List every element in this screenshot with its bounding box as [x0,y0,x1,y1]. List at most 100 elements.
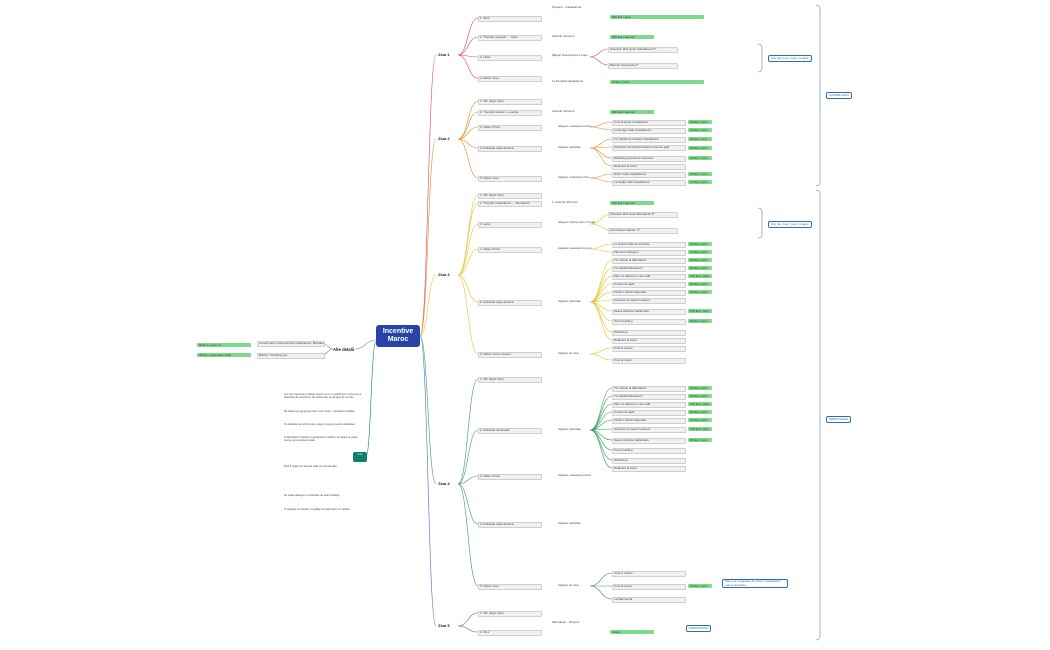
root-to-details-link [354,339,377,350]
day-item[interactable]: 3. Hotel [478,55,542,61]
option-item[interactable]: Tur ghidat Marrakech [612,394,686,400]
price-badge: 85 Eur / pers [688,410,712,414]
hotel-option[interactable]: Barcelo Casa Anfa 4* [608,63,678,69]
option-item[interactable]: Tur ghidat Marrakech [612,266,686,272]
day-item[interactable]: 4. Activitate dupa-amiaza [478,522,542,528]
option-item[interactable]: Team building [612,319,686,325]
option-item[interactable]: Workshop pictura si ceramica [612,156,686,162]
option-item[interactable]: Tur culinar al Marrakech [612,258,686,264]
day-item[interactable]: 4. Masa: Cina [478,76,542,82]
price-badge: 90 Eur / grup / zi [197,343,251,347]
option-item[interactable]: Vizita in Jardin Majorelle [612,290,686,296]
day-node-3[interactable]: Ziua 3 [438,272,450,277]
info-node[interactable]: Info [353,452,367,462]
day-item-link [457,378,479,485]
day-item[interactable]: 5. Masa: Cina [478,584,542,590]
marrakech-bracket [815,189,821,641]
day-detail: Alegere activitate [558,428,582,431]
day-item[interactable]: 1. Mic dejun hotel [478,99,542,105]
day-item[interactable]: 3. Masa: Pranz [478,474,542,480]
day-item[interactable]: 5. Activitate dupa-amiaza [478,300,542,306]
option-item[interactable]: Aventura cu quad in desert [612,298,686,304]
option-item[interactable]: Rick's Cafe Casablanca [612,172,686,178]
day-node-2[interactable]: Ziua 2 [438,136,450,141]
root-to-day-link [419,274,437,337]
option-item[interactable]: Activitate interactiva bazata cursa de g… [612,145,686,151]
hotel-option[interactable]: Sheraton Ritz Hotel Marrakech 5* [608,212,678,218]
option-item[interactable]: Seara artistica traditionala [612,438,686,444]
day-detail: Alegere activitate [558,146,582,149]
alte-detalii-item[interactable]: Coordonator local activitati Casablanca,… [257,341,325,347]
option-link [589,147,613,167]
option-item[interactable]: Tur culinar al Marrakech [612,386,686,392]
day-item[interactable]: 3. Hotel [478,222,542,228]
note-text: In Marrakech hotelul e in apropierea med… [284,436,358,443]
day-item[interactable]: 3. Masa: Pranz [478,125,542,131]
root-to-day-link [419,138,437,337]
day-item[interactable]: 1. Mic dejun hotel [478,193,542,199]
option-item[interactable]: Cursuri de gatit [612,282,686,288]
day-item[interactable]: 2. Zbor [478,630,542,636]
option-item[interactable]: Relaxare la hotel [612,338,686,344]
alte-detalii-node[interactable]: Alte detalii [333,347,355,352]
price-badge: 195 Eur / pers [688,402,712,406]
option-item[interactable]: Tur ghidat al orasului Casablanca [612,137,686,143]
note-text: Ziua 5 poate fi si cina de Gala ori cina… [284,465,338,468]
day-item[interactable]: 2. Transfer aeroport → hotel [478,35,542,41]
day-node-4[interactable]: Ziua 4 [438,481,450,486]
option-item[interactable]: Workshop [612,458,686,464]
option-item[interactable]: La Sqala Cafe Casablanca [612,180,686,186]
option-item[interactable]: Workshop [612,330,686,336]
day-item[interactable]: 1. Zbor [478,16,542,22]
hotel-option[interactable]: Sheraton Ritz Hotel Casablanca 5* [608,47,678,53]
option-item[interactable]: Team building [612,448,686,454]
day-item[interactable]: 4. Activitate dupa-amiaza [478,146,542,152]
option-item[interactable]: La Mamounia [612,597,686,603]
option-link [589,347,613,355]
day-item-link [457,36,479,56]
price-badge: 60 Eur / pers [688,156,712,160]
option-item[interactable]: Le Grand Cafe de la Poste [612,242,686,248]
option-link [589,585,613,600]
price-badge: 680 Eur / pers [610,15,704,19]
day-item[interactable]: 4. Masa: Pranz [478,247,542,253]
city-label: MARRAKECH [826,416,852,423]
option-item[interactable]: Villa des Orangers [612,250,686,256]
day-node-1[interactable]: Ziua 1 [438,52,450,57]
day-item[interactable]: 1. Mic dejun hotel [478,611,542,617]
hotel-option[interactable]: Kenzi Rose Garden 4* [608,228,678,234]
option-item[interactable]: Zbor cu balonul cu aer cald [612,402,686,408]
option-item[interactable]: Cina la resort [612,358,686,364]
option-item[interactable]: Relaxare la hotel [612,164,686,170]
price-badge: 95 Eur / pers [688,438,712,442]
option-item[interactable]: Zbor cu balonul cu aer cald [612,274,686,280]
day-item[interactable]: 6. Masa: Cina in desert [478,352,542,358]
option-item[interactable]: Vizita in Jardin Majorelle [612,418,686,424]
root-title: Incentive Maroc [382,328,414,343]
price-badge: 75 Eur / pers [688,584,712,588]
option-item[interactable]: Aventura cu quad in desert [612,427,686,433]
day-item[interactable]: 2. Activitate dimineata [478,428,542,434]
option-item[interactable]: Cina la Hotel Casablanca [612,120,686,126]
city-tax-bracket [757,43,763,73]
option-link [589,248,613,253]
day-item[interactable]: 1. Mic dejun hotel [478,377,542,383]
note-text: Ne bazam pe grupul pe care il vom duce -… [284,410,356,413]
price-badge: 490 Eur / autocar [610,35,654,39]
option-item[interactable]: Cina in desert [612,346,686,352]
day-item[interactable]: 2. Transfer autocar + masina [478,110,542,116]
option-item[interactable]: Cina in desert [612,571,686,577]
day-item[interactable]: 5. Masa: Cina [478,176,542,182]
alte-detalii-item[interactable]: Bacsis / travelling fee [257,353,325,359]
day-node-5[interactable]: Ziua 5 [438,623,450,628]
root-node[interactable]: Incentive Maroc [376,325,420,347]
option-item[interactable]: Seara artistica traditionala [612,309,686,315]
option-item[interactable]: Relaxare la hotel [612,466,686,472]
option-item[interactable]: Cina la resort [612,584,686,590]
day-item[interactable]: 2. Transfer Casablanca → Marrakech [478,201,542,207]
option-item[interactable]: Cursuri de gatit [612,410,686,416]
option-item[interactable]: Le Rouge Cafe Casablanca [612,128,686,134]
price-badge: 55 Eur / pers [688,394,712,398]
option-link [589,572,613,587]
